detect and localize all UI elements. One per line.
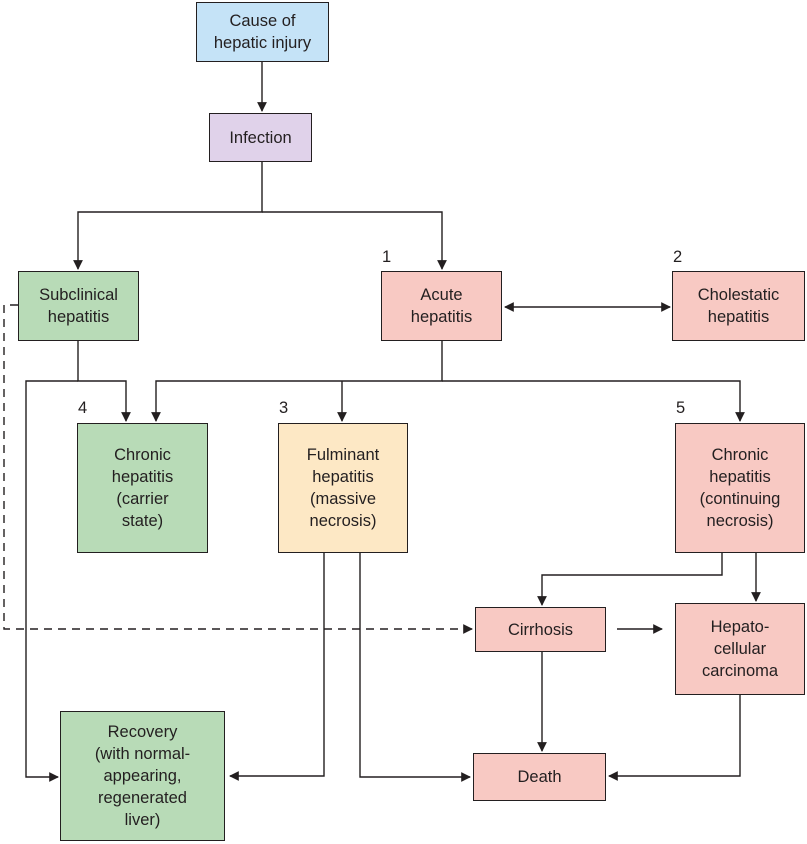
edge-infection-split [73, 162, 263, 270]
node-cholestatic: Cholestatic hepatitis [672, 271, 805, 341]
edge-subclinical-recovery [25, 380, 78, 782]
edge-acute-chronic-necrosis [442, 380, 745, 422]
node-number: 1 [382, 248, 392, 266]
edge-fulminant-death [359, 553, 471, 782]
node-subclinical: Subclinical hepatitis [18, 271, 139, 341]
node-cause: Cause of hepatic injury [196, 2, 329, 62]
node-number: 3 [279, 399, 289, 417]
node-chronic-necrosis: Chronic hepatitis (continuing necrosis) [675, 423, 805, 553]
node-cirrhosis: Cirrhosis [475, 607, 606, 652]
edge-chronic-cirrhosis [537, 553, 723, 606]
edge-subclinical-cirrhosis-dashed [3, 304, 473, 634]
node-fulminant: Fulminant hepatitis (massive necrosis) [278, 423, 408, 553]
edge-subclinical-chronic [77, 341, 131, 422]
node-number: 2 [673, 248, 683, 266]
edge-fulminant-recovery [229, 553, 325, 781]
node-death: Death [473, 753, 606, 801]
node-number: 5 [676, 399, 686, 417]
node-infection: Infection [209, 113, 312, 162]
edge-infection-acute [262, 211, 447, 270]
node-acute: Acute hepatitis [381, 271, 502, 341]
edge-hcc-death [608, 695, 741, 781]
node-hcc: Hepato- cellular carcinoma [675, 603, 805, 695]
node-chronic-carrier: Chronic hepatitis (carrier state) [77, 423, 208, 553]
node-recovery: Recovery (with normal- appearing, regene… [60, 711, 225, 841]
node-number: 4 [78, 399, 88, 417]
edge-acute-branch [151, 341, 443, 422]
